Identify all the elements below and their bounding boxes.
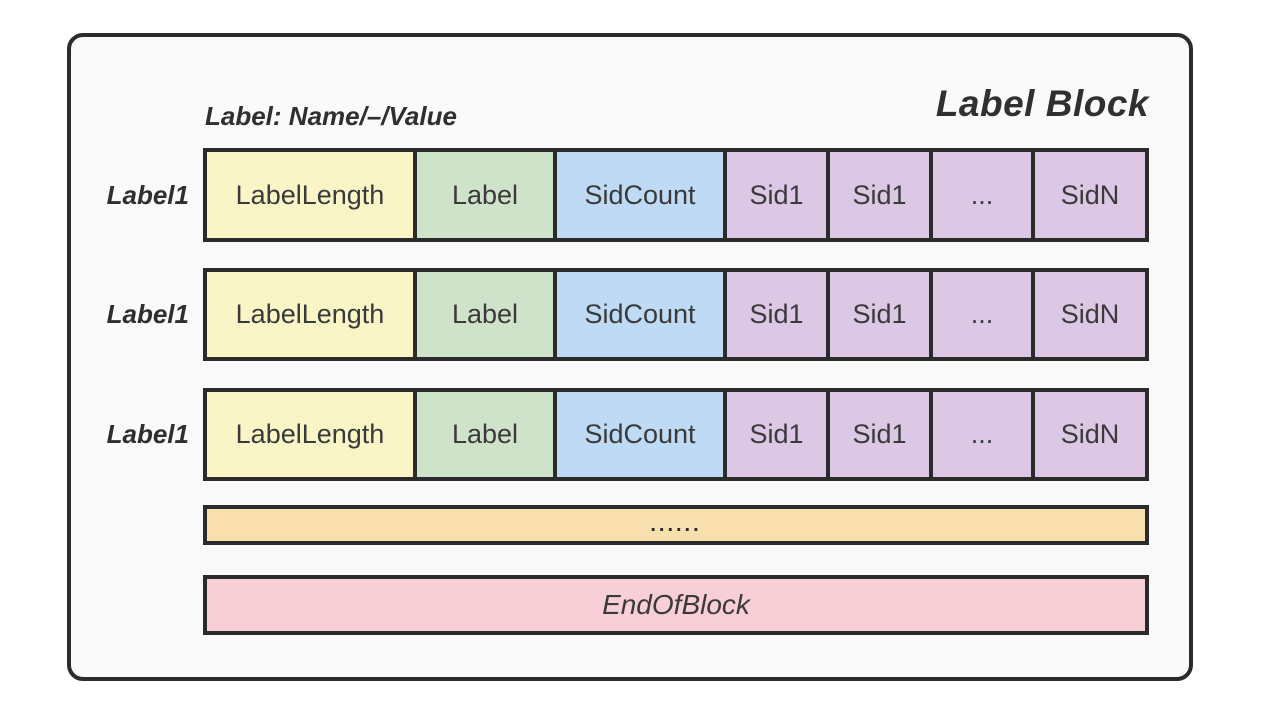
cell-sid1: Sid1: [726, 148, 830, 242]
row-cells: LabelLength Label SidCount Sid1 Sid1 ...…: [203, 148, 1149, 242]
cell-sid1: Sid1: [726, 388, 830, 481]
row-label: Label1: [106, 419, 189, 449]
cell-label-length: LabelLength: [203, 268, 417, 361]
cell-sid-ellipsis: ...: [933, 148, 1035, 242]
row-label: Label1: [106, 179, 189, 210]
cell-sid-count: SidCount: [556, 388, 727, 481]
cell-sidn: SidN: [1034, 148, 1149, 242]
cell-label: Label: [416, 148, 557, 242]
diagram-title: Label Block: [935, 83, 1149, 124]
cell-sid1: Sid1: [726, 268, 830, 361]
label-entry-row: Label1 LabelLength Label SidCount Sid1 S…: [71, 268, 1149, 361]
cell-label: Label: [416, 388, 557, 481]
cell-label-length: LabelLength: [203, 148, 417, 242]
cell-sid-count: SidCount: [556, 268, 727, 361]
end-of-block-bar: EndOfBlock: [203, 575, 1149, 635]
cell-sid-ellipsis: ...: [933, 268, 1035, 361]
cell-sid1: Sid1: [829, 388, 933, 481]
label-entry-row: Label1 LabelLength Label SidCount Sid1 S…: [71, 388, 1149, 481]
cell-sid-ellipsis: ...: [933, 388, 1035, 481]
cell-sidn: SidN: [1034, 268, 1149, 361]
cell-label-length: LabelLength: [203, 388, 417, 481]
cell-sid-count: SidCount: [556, 148, 727, 242]
more-entries-bar: ......: [203, 505, 1149, 545]
label-entry-row: Label1 LabelLength Label SidCount Sid1 S…: [71, 148, 1149, 242]
cell-sid1: Sid1: [829, 148, 933, 242]
label-format-caption: Label: Name/–/Value: [205, 101, 457, 131]
cell-sid1: Sid1: [829, 268, 933, 361]
row-cells: LabelLength Label SidCount Sid1 Sid1 ...…: [203, 268, 1149, 361]
row-cells: LabelLength Label SidCount Sid1 Sid1 ...…: [203, 388, 1149, 481]
cell-sidn: SidN: [1034, 388, 1149, 481]
cell-label: Label: [416, 268, 557, 361]
label-block-frame: Label Block Label: Name/–/Value Label1 L…: [67, 33, 1193, 681]
row-label: Label1: [106, 299, 189, 329]
